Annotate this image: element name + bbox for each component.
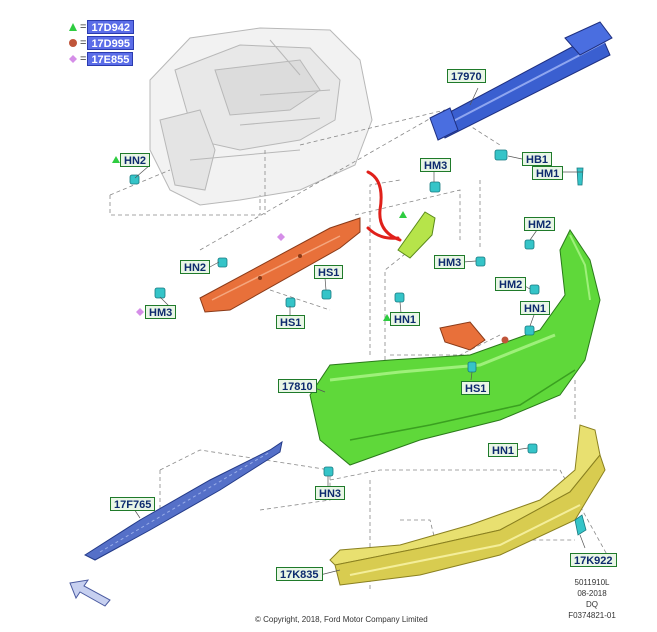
clip-hn1-low — [527, 443, 538, 454]
diamond-marker-hm3 — [136, 308, 144, 316]
ref-line-1: 5011910L — [574, 578, 610, 587]
legend-code-circle: 17D995 — [87, 36, 134, 50]
lower-bumper-valance[interactable] — [329, 424, 606, 586]
ref-line-2: 08-2018 — [577, 589, 607, 598]
label-hn1-low[interactable]: HN1 — [488, 443, 519, 457]
clip-hn2-top — [129, 174, 140, 185]
label-hs1-left[interactable]: HS1 — [276, 315, 306, 329]
circle-icon — [69, 39, 77, 47]
clip-hn2-mid — [217, 257, 228, 268]
reference-block: 5011910L 08-2018 DQ F0374821-01 — [557, 577, 627, 621]
label-17810[interactable]: 17810 — [278, 379, 317, 393]
legend-row-diamond: = 17E855 — [68, 52, 134, 66]
clip-hm3-left — [154, 287, 166, 299]
legend-row-triangle: = 17D942 — [68, 20, 134, 34]
clip-hb1 — [494, 149, 508, 161]
direction-arrow-icon — [69, 579, 111, 607]
clip-hs1-mid — [321, 289, 332, 300]
clip-hm3-top — [429, 181, 441, 193]
legend-row-circle: = 17D995 — [68, 36, 134, 50]
label-17f765[interactable]: 17F765 — [110, 497, 156, 511]
diffuser-strip[interactable] — [83, 440, 283, 561]
clip-17k922 — [574, 514, 587, 536]
label-hn1-mid[interactable]: HN1 — [390, 312, 421, 326]
label-17k922[interactable]: 17K922 — [570, 553, 617, 567]
clip-hn1-right — [524, 325, 535, 336]
label-hm3-top[interactable]: HM3 — [420, 158, 452, 172]
label-hn1-right[interactable]: HN1 — [520, 301, 551, 315]
label-hm3-mid[interactable]: HM3 — [434, 255, 466, 269]
side-bracket-green[interactable] — [397, 211, 436, 259]
part-marker-symbols — [112, 156, 509, 344]
label-hn2-mid[interactable]: HN2 — [180, 260, 211, 274]
triangle-icon — [69, 23, 77, 31]
clip-hn3 — [323, 466, 334, 477]
fastener-clips — [129, 149, 587, 536]
triangle-marker-hn1 — [383, 314, 391, 321]
label-hm2-mid[interactable]: HM2 — [495, 277, 527, 291]
ref-line-4: F0374821-01 — [568, 611, 616, 620]
diamond-marker-top — [277, 233, 285, 241]
legend-equals: = — [80, 37, 87, 49]
ref-line-3: DQ — [586, 600, 598, 609]
label-hs1-low[interactable]: HS1 — [461, 381, 491, 395]
label-hb1[interactable]: HB1 — [522, 152, 553, 166]
legend-code-triangle: 17D942 — [87, 20, 134, 34]
triangle-marker-bracket — [399, 211, 407, 218]
copyright-text: © Copyright, 2018, Ford Motor Company Li… — [255, 615, 428, 624]
clip-hn1-mid — [394, 292, 405, 303]
clip-hm2-right — [524, 239, 535, 250]
legend-equals: = — [80, 53, 87, 65]
upper-bumper-bracket[interactable] — [199, 217, 361, 313]
clip-hs1-left — [285, 297, 296, 308]
label-17970[interactable]: 17970 — [447, 69, 486, 83]
label-hn2-top[interactable]: HN2 — [120, 153, 151, 167]
lower-side-bracket[interactable] — [439, 321, 486, 351]
label-17k835[interactable]: 17K835 — [276, 567, 323, 581]
rear-bumper-reinforcement[interactable] — [429, 21, 613, 141]
label-hs1-mid[interactable]: HS1 — [314, 265, 344, 279]
clip-hm2-mid — [529, 284, 540, 295]
label-hn3[interactable]: HN3 — [315, 486, 346, 500]
rear-bumper-cover[interactable] — [309, 229, 601, 466]
label-hm1[interactable]: HM1 — [532, 166, 564, 180]
triangle-marker-hn2 — [112, 156, 120, 163]
vehicle-body-outline — [149, 27, 373, 206]
label-hm3-left[interactable]: HM3 — [145, 305, 177, 319]
clip-hm3-mid — [475, 256, 486, 267]
diamond-icon — [69, 55, 77, 63]
legend-equals: = — [80, 21, 87, 33]
circle-marker — [501, 336, 509, 344]
legend-code-diamond: 17E855 — [87, 52, 134, 66]
red-annotation-mark — [366, 170, 402, 242]
clip-hm1 — [576, 167, 584, 186]
label-hm2-right[interactable]: HM2 — [524, 217, 556, 231]
clip-hs1-low — [467, 361, 477, 373]
